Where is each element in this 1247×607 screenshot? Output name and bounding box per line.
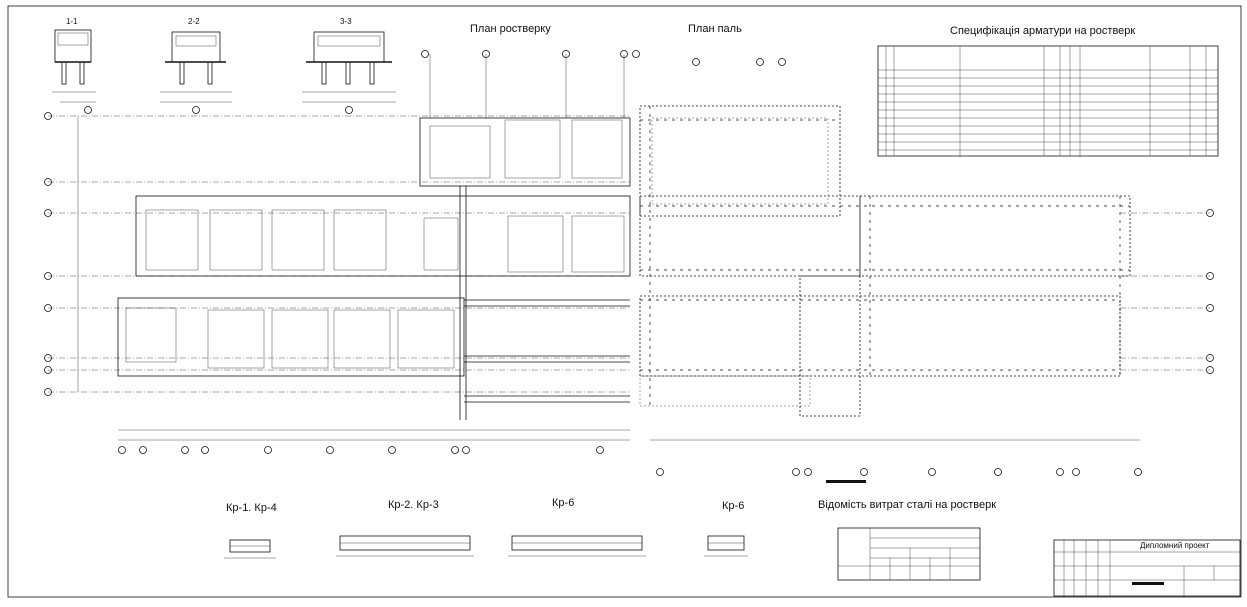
title-section-1: 1-1 — [66, 17, 78, 26]
detail-kr2-drawing — [336, 535, 474, 557]
title-steel-statement: Відомість витрат сталі на ростверк — [818, 499, 996, 511]
title-grillage-plan: План ростверку — [470, 23, 551, 35]
title-detail-kr6b: Кр-6 — [722, 500, 744, 512]
detail-kr6b-drawing — [704, 535, 748, 557]
title-pile-plan: План паль — [688, 23, 742, 35]
section-2-2-drawing — [160, 31, 232, 114]
project-name-label: Дипломний проект — [1140, 541, 1210, 550]
rebar-spec-table — [877, 45, 1219, 157]
title-detail-kr6a: Кр-6 — [552, 497, 574, 509]
grillage-plan-drawing — [44, 50, 640, 454]
section-3-3-drawing — [302, 31, 396, 114]
title-section-3: 3-3 — [340, 17, 352, 26]
sheet-frame — [7, 5, 1242, 598]
title-rebar-spec: Специфікація арматури на ростверк — [950, 25, 1135, 37]
detail-kr1-drawing — [224, 539, 276, 559]
title-detail-kr1: Кр-1. Кр-4 — [226, 502, 277, 514]
pile-plan-drawing — [639, 58, 1214, 483]
detail-kr6a-drawing — [508, 535, 646, 557]
section-1-1-drawing — [52, 29, 96, 114]
steel-statement-table — [837, 527, 981, 581]
title-block: Дипломний проект — [1053, 539, 1241, 597]
title-section-2: 2-2 — [188, 17, 200, 26]
title-detail-kr2: Кр-2. Кр-3 — [388, 499, 439, 511]
